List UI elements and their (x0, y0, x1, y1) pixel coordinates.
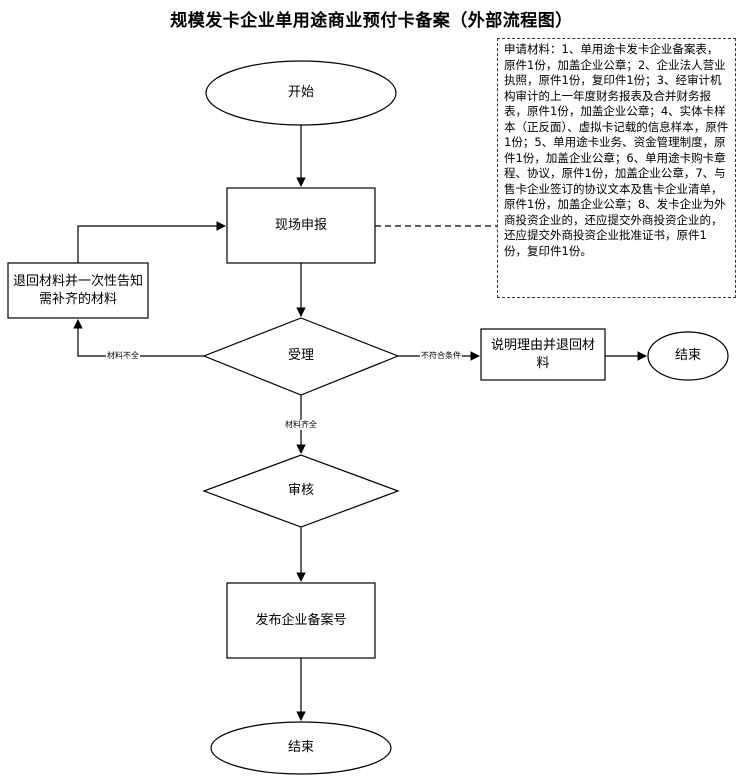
diagram-title: 规模发卡企业单用途商业预付卡备案（外部流程图） (170, 11, 573, 31)
explain-return-label: 说明理由并退回材料 (490, 337, 595, 371)
arrow-return-to-onsite (77, 221, 226, 263)
explain-return-box (480, 328, 606, 381)
onsite-box (226, 187, 376, 264)
start-label: 开始 (287, 85, 314, 100)
arrow-accept-to-return (73, 319, 204, 357)
onsite-label: 现场申报 (274, 217, 327, 233)
end-right-ellipse (647, 331, 729, 381)
return-materials-label: 退回材料并一次性告知需补齐的材料 (12, 273, 143, 307)
application-materials-note: 申请材料：1、单用途卡发卡企业备案表，原件1份，加盖企业公章；2、企业法人营业执… (497, 38, 736, 298)
end-right-label: 结束 (674, 348, 701, 363)
return-materials-box (7, 262, 149, 319)
end-bottom-ellipse (210, 721, 392, 775)
review-label: 审核 (287, 483, 314, 498)
publish-box (226, 582, 376, 659)
end-bottom-label: 结束 (287, 740, 314, 755)
edge-label-complete: 材料齐全 (284, 420, 318, 430)
edge-label-not-qualified: 不符合条件 (420, 351, 462, 361)
publish-label: 发布企业备案号 (255, 612, 347, 628)
edge-label-incomplete: 材料不全 (106, 351, 140, 361)
accept-label: 受理 (287, 348, 314, 363)
